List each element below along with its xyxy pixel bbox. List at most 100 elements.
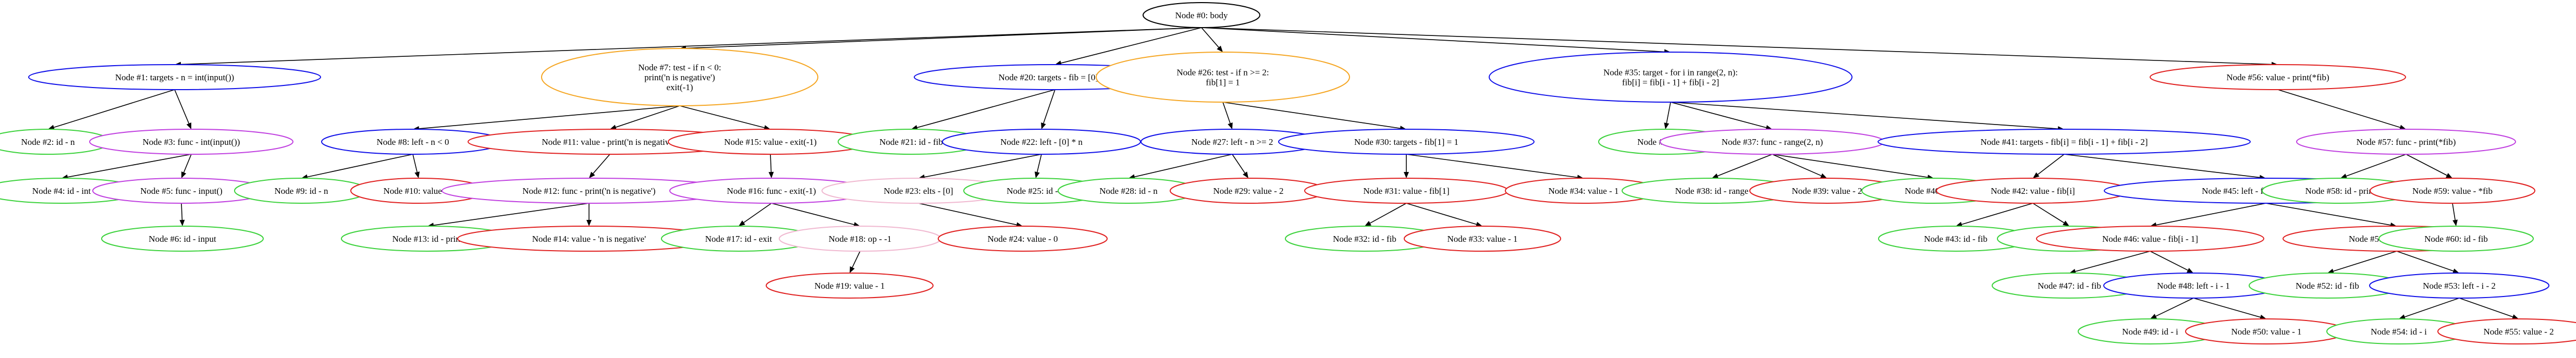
- tree-node-57: Node #57: func - print(*fib): [2296, 129, 2516, 155]
- tree-node-43: Node #43: id - fib: [1878, 226, 2033, 252]
- node-label: Node #32: id - fib: [1333, 234, 1396, 244]
- tree-node-8: Node #8: left - n < 0: [321, 129, 505, 155]
- edge-arrowhead-37-38: [1712, 173, 1719, 179]
- node-label: Node #6: id - input: [149, 234, 216, 244]
- edge-15-16: [770, 154, 772, 172]
- tree-node-13: Node #13: id - print: [341, 226, 514, 252]
- node-label-line: Node #17: id - exit: [705, 234, 772, 244]
- edge-7-11: [616, 105, 680, 128]
- edge-53-54: [2405, 298, 2460, 317]
- edge-arrowhead-16-17: [739, 220, 745, 226]
- node-ellipse: [1489, 52, 1853, 103]
- node-label-line: Node #59: value - *fib: [2412, 186, 2493, 196]
- tree-node-12: Node #12: func - print('n is negative'): [441, 178, 737, 204]
- tree-node-39: Node #39: value - 2: [1749, 178, 1905, 204]
- node-ellipse: [1878, 129, 2251, 155]
- tree-node-19: Node #19: value - 1: [766, 273, 934, 299]
- node-label: Node #39: value - 2: [1792, 186, 1862, 196]
- tree-node-28: Node #28: id - n: [1058, 178, 1199, 204]
- node-label: Node #58: id - print: [2305, 186, 2375, 196]
- node-label: Node #50: value - 1: [2231, 327, 2301, 337]
- edge-51-52: [2333, 251, 2397, 272]
- node-label-line: Node #21: id - fib: [879, 137, 943, 147]
- node-ellipse: [938, 226, 1108, 252]
- edge-37-39: [1772, 154, 1822, 176]
- node-label-line: fib[i] = fib[i - 1] + fib[i - 2]: [1622, 78, 1719, 88]
- node-label: Node #47: id - fib: [2038, 281, 2101, 291]
- node-label-line: Node #5: func - input(): [140, 186, 223, 196]
- node-label: Node #38: id - range: [1675, 186, 1749, 196]
- edge-27-28: [1134, 154, 1233, 178]
- node-label-line: Node #39: value - 2: [1792, 186, 1862, 196]
- tree-node-47: Node #47: id - fib: [1992, 273, 2147, 299]
- edge-48-50: [2193, 298, 2261, 318]
- node-label: Node #5: func - input(): [140, 186, 223, 196]
- node-label-line: print('n is negative'): [644, 72, 715, 82]
- edge-arrowhead-41-42: [2033, 172, 2040, 178]
- node-label: Node #15: value - exit(-1): [724, 137, 817, 147]
- edge-arrowhead-31-32: [1365, 220, 1371, 226]
- node-label-line: exit(-1): [667, 82, 693, 92]
- tree-node-23: Node #23: elts - [0]: [821, 178, 1015, 204]
- edge-35-37: [1670, 102, 1767, 128]
- edge-0-35: [1201, 27, 1665, 53]
- node-ellipse: [2150, 64, 2406, 90]
- edge-arrowhead-53-55: [2512, 314, 2519, 319]
- edge-46-47: [2075, 251, 2151, 272]
- node-label: Node #8: left - n < 0: [377, 137, 449, 147]
- edge-16-17: [743, 203, 772, 223]
- edge-arrowhead-7-11: [610, 125, 617, 130]
- edge-35-41: [1670, 102, 2058, 129]
- tree-node-1: Node #1: targets - n = int(input()): [28, 64, 321, 90]
- node-ellipse: [2369, 273, 2549, 299]
- node-label: Node #10: value - 0: [383, 186, 453, 196]
- node-ellipse: [2296, 129, 2516, 155]
- edge-18-19: [852, 251, 861, 268]
- node-label-line: Node #26: test - if n >= 2:: [1176, 68, 1269, 78]
- edge-arrowhead-31-33: [1476, 221, 1482, 227]
- edge-arrowhead-51-53: [2452, 268, 2459, 274]
- node-label: Node #28: id - n: [1099, 186, 1158, 196]
- node-label-line: Node #23: elts - [0]: [884, 186, 953, 196]
- node-label-line: Node #15: value - exit(-1): [724, 137, 817, 147]
- tree-node-41: Node #41: targets - fib[i] = fib[i - 1] …: [1878, 129, 2251, 155]
- tree-node-17: Node #17: id - exit: [661, 226, 816, 252]
- node-label-line: Node #49: id - i: [2122, 327, 2178, 337]
- node-label: Node #34: value - 1: [1548, 186, 1618, 196]
- node-label-line: Node #57: func - print(*fib): [2357, 137, 2456, 147]
- node-label: Node #55: value - 2: [2483, 327, 2554, 337]
- edge-20-21: [917, 89, 1056, 128]
- node-label: Node #1: targets - n = int(input()): [115, 72, 234, 82]
- node-ellipse: [1096, 52, 1350, 103]
- node-label-line: Node #16: func - exit(-1): [727, 186, 816, 196]
- edge-57-59: [2406, 154, 2447, 176]
- edge-arrowhead-42-43: [1956, 221, 1962, 227]
- tree-node-48: Node #48: left - i - 1: [2103, 273, 2284, 299]
- edge-arrowhead-35-36: [1664, 122, 1670, 129]
- tree-node-33: Node #33: value - 1: [1404, 226, 1561, 252]
- node-label: Node #52: id - fib: [2296, 281, 2359, 291]
- node-ellipse: [28, 64, 321, 90]
- edge-arrowhead-12-14: [586, 220, 592, 226]
- node-label: Node #21: id - fib: [879, 137, 943, 147]
- edge-5-6: [181, 203, 183, 220]
- node-label-line: Node #42: value - fib[i]: [1991, 186, 2075, 196]
- node-label-line: Node #14: value - 'n is negative': [532, 234, 646, 244]
- edge-arrowhead-46-48: [2187, 268, 2193, 273]
- edge-35-36: [1666, 102, 1671, 124]
- node-ellipse: [1143, 2, 1260, 28]
- edge-42-44: [2032, 203, 2065, 224]
- edge-53-55: [2459, 298, 2513, 317]
- node-label-line: Node #30: targets - fib[1] = 1: [1354, 137, 1458, 147]
- node-label-line: Node #46: value - fib[i - 1]: [2102, 234, 2198, 244]
- node-label-line: Node #33: value - 1: [1447, 234, 1517, 244]
- node-label: Node #14: value - 'n is negative': [532, 234, 646, 244]
- node-label: Node #41: targets - fib[i] = fib[i - 1] …: [1981, 137, 2148, 147]
- node-label-line: Node #31: value - fib[1]: [1363, 186, 1449, 196]
- edge-arrowhead-42-44: [2063, 220, 2069, 226]
- node-label: Node #33: value - 1: [1447, 234, 1517, 244]
- node-label: Node #13: id - print: [392, 234, 462, 244]
- edge-0-1: [180, 27, 1202, 65]
- node-label: Node #11: value - print('n is negative'): [542, 137, 678, 147]
- node-label-line: fib[1] = 1: [1206, 78, 1240, 88]
